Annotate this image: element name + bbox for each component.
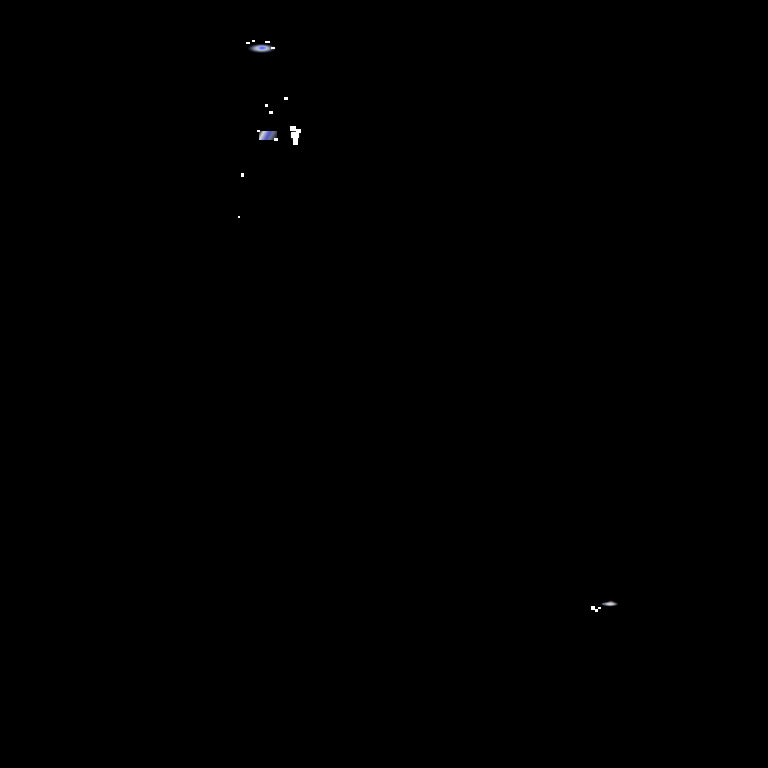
mark-speck-1 [265,104,268,107]
cluster-main-fleck [265,41,270,43]
mark-cluster-main [243,38,279,58]
streak-blue-tail [259,131,277,140]
blob-white-lobe [293,138,298,145]
cluster-main-fleck [271,47,275,49]
mark-speck-4 [241,173,244,177]
mark-cloud-lower [598,598,620,610]
blob-white-glow [288,126,306,147]
mark-cloud-lower-small [590,604,602,614]
mark-blob-white [288,126,306,147]
blob-white-lobe [296,129,301,133]
mark-speck-3 [269,111,273,114]
blob-white-lobe [291,132,299,138]
mark-speck-5 [238,216,240,218]
cluster-main-fleck [246,42,250,44]
mark-streak-blue [257,128,279,144]
cluster-main-core [255,44,271,52]
cloud-lower-tint-pink [607,600,615,604]
cluster-main-halo [243,38,279,58]
streak-blue-tip [257,130,260,132]
cloud-lower-small-speck [598,607,601,609]
cloud-lower-body [598,598,620,610]
cloud-lower-small-speck [591,606,595,610]
streak-blue-tip [274,138,278,141]
mark-speck-2 [284,97,288,100]
cluster-main-fleck [252,40,255,42]
cloud-lower-tint-blue [600,602,607,606]
blob-white-lobe [290,126,296,131]
cloud-lower-small-speck [595,609,598,612]
